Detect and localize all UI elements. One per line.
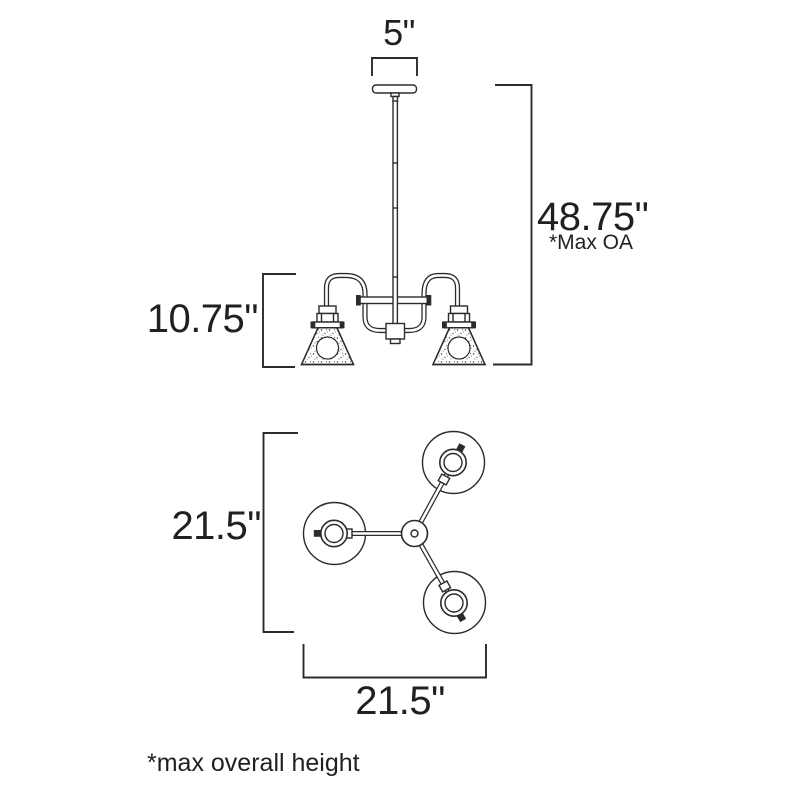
dimension-brackets-side	[262, 57, 533, 368]
crossbar-cap-right	[426, 295, 432, 306]
dim-bracket-width-side	[262, 432, 298, 633]
dim-bracket-max-height	[493, 84, 533, 366]
width-label-bottom: 21.5"	[355, 679, 445, 723]
shade-rim-lower-right	[422, 570, 487, 635]
canopy-width-label: 5"	[383, 12, 415, 53]
right-glass-shade	[431, 327, 487, 366]
radial-arm-upper-right	[417, 473, 451, 526]
max-oa-note: *Max OA	[549, 231, 634, 254]
radial-arm-left	[343, 528, 403, 539]
center-hub	[400, 519, 429, 548]
crossbar-cap-left	[356, 295, 361, 306]
max-overall-height-label: 48.75"	[537, 195, 649, 239]
fixture-height-label: 10.75"	[146, 297, 259, 341]
right-arm	[394, 272, 461, 334]
socket-screw-lower-right	[456, 612, 467, 623]
right-bulb	[447, 336, 471, 360]
dim-bracket-fixture-height	[262, 273, 296, 368]
socket-left	[313, 519, 348, 548]
socket-screw-left	[313, 530, 321, 537]
center-finial	[389, 338, 401, 345]
dim-bracket-width-bottom	[302, 644, 487, 679]
socket-screw-upper-right	[456, 443, 466, 453]
radial-arm-lower-right	[417, 541, 452, 593]
socket-lower-right	[439, 588, 468, 623]
dimension-brackets-top	[262, 432, 487, 679]
left-socket	[310, 305, 345, 329]
top-view-drawing	[262, 430, 487, 679]
center-body	[385, 322, 406, 340]
hanging-rod	[392, 100, 399, 326]
shade-rim-upper-right	[421, 430, 486, 495]
left-arm	[323, 272, 396, 334]
ceiling-canopy	[371, 84, 418, 94]
width-label-side: 21.5"	[171, 504, 261, 548]
right-socket	[442, 305, 476, 329]
socket-upper-right	[438, 443, 467, 477]
dim-bracket-canopy-width	[371, 57, 418, 76]
left-glass-shade	[300, 327, 355, 366]
footnote: *max overall height	[147, 749, 360, 777]
side-view-drawing	[262, 57, 533, 368]
left-bulb	[315, 336, 340, 360]
